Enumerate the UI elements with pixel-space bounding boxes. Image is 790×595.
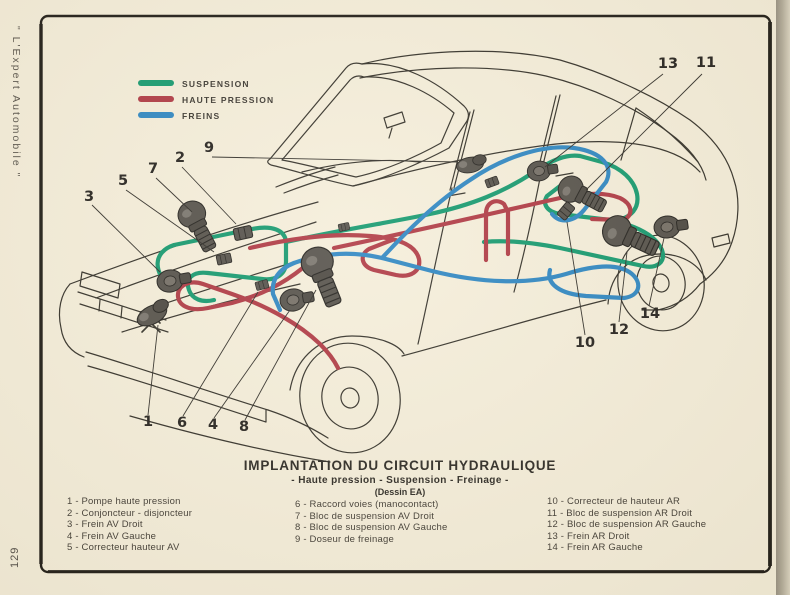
key-row-suspension: SUSPENSION [138, 76, 274, 91]
suspension-color-swatch [138, 80, 174, 86]
callout-14: 14 [640, 306, 660, 322]
part-item: 9 - Doseur de freinage [295, 533, 394, 545]
component-conjoncteur-disjoncteur [232, 224, 254, 242]
callout-12: 12 [609, 322, 629, 338]
part-item: 13 - Frein AR Droit [547, 530, 630, 542]
part-item: 7 - Bloc de suspension AV Droit [295, 510, 435, 522]
freins-color-swatch [138, 112, 174, 118]
key-label-haute-pression: HAUTE PRESSION [182, 94, 275, 105]
component-fitting-small-2 [484, 175, 500, 189]
part-item: 12 - Bloc de suspension AR Gauche [547, 519, 707, 531]
callout-10: 10 [575, 335, 595, 351]
key-label-freins: FREINS [182, 110, 221, 121]
page-frame [39, 14, 772, 574]
key-label-suspension: SUSPENSION [182, 78, 250, 89]
part-item: 5 - Correcteur hauteur AV [67, 542, 180, 554]
part-item: 8 - Bloc de suspension AV Gauche [295, 522, 448, 534]
parts-column-1: 1 - Pompe haute pression 2 - Conjoncteur… [67, 496, 192, 554]
color-key: SUSPENSION HAUTE PRESSION FREINS [138, 76, 274, 124]
callout-11: 11 [696, 55, 716, 71]
diagram-title: IMPLANTATION DU CIRCUIT HYDRAULIQUE [243, 458, 557, 473]
part-item: 3 - Frein AV Droit [67, 519, 143, 531]
part-item: 10 - Correcteur de hauteur AR [547, 496, 681, 507]
page-edge-shadow [776, 0, 790, 595]
component-frein-av-gauche [277, 285, 317, 314]
callout-2: 2 [175, 150, 185, 166]
callout-7: 7 [148, 161, 158, 177]
part-item: 11 - Bloc de suspension AR Droit [547, 507, 693, 519]
callout-9: 9 [204, 140, 214, 156]
callout-numbers: 1 2 3 4 5 6 7 8 9 10 11 12 13 14 [84, 55, 716, 435]
parts-column-3: 10 - Correcteur de hauteur AR 11 - Bloc … [547, 496, 706, 554]
callout-13: 13 [658, 56, 678, 72]
parts-column-2: 6 - Raccord voies (manocontact) 7 - Bloc… [295, 499, 448, 545]
part-item: 1 - Pompe haute pression [67, 496, 181, 507]
callout-1: 1 [143, 414, 153, 430]
part-item: 2 - Conjoncteur - disjoncteur [67, 507, 193, 519]
callout-5: 5 [118, 173, 128, 189]
callout-8: 8 [239, 419, 249, 435]
part-item: 14 - Frein AR Gauche [547, 542, 643, 554]
key-row-haute-pression: HAUTE PRESSION [138, 92, 274, 107]
haute-pression-color-swatch [138, 96, 174, 102]
component-frein-ar-gauche [652, 212, 690, 241]
drawing-reference: (Dessin EA) [374, 487, 426, 497]
part-item: 4 - Frein AV Gauche [67, 530, 157, 542]
freins-circuit-lines [270, 145, 641, 313]
diagram-subtitle: - Haute pression - Suspension - Freinage… [291, 475, 509, 486]
callout-4: 4 [208, 417, 218, 433]
callout-3: 3 [84, 189, 94, 205]
key-row-freins: FREINS [138, 108, 274, 123]
title-block: IMPLANTATION DU CIRCUIT HYDRAULIQUE - Ha… [205, 458, 595, 497]
component-bloc-suspension-av-droit [172, 195, 224, 257]
callout-leader-lines [91, 73, 703, 421]
part-item: 6 - Raccord voies (manocontact) [295, 499, 439, 510]
callout-6: 6 [177, 415, 187, 431]
